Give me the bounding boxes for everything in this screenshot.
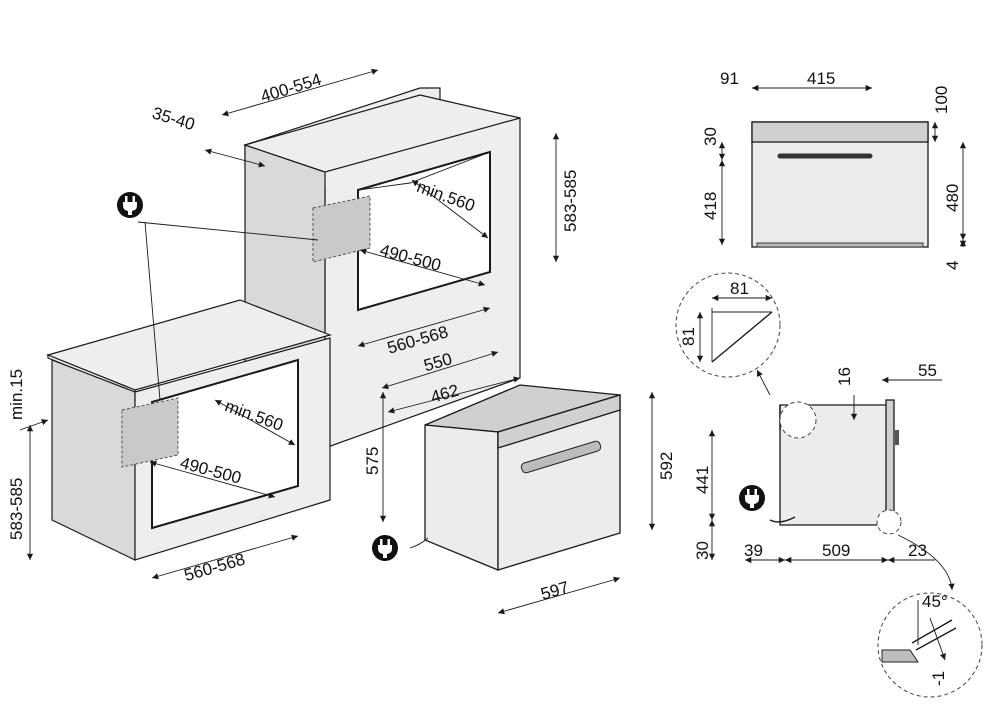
label-side-91: 91 [720, 69, 739, 88]
plug-icon [372, 535, 398, 561]
tall-cabinet-electrical-zone [312, 195, 371, 263]
label-oven-width: 597 [539, 578, 572, 604]
label-oven-height-side: 575 [363, 447, 382, 475]
detail-circle-bottom [877, 592, 983, 698]
label-section-30: 30 [693, 541, 712, 560]
label-detail-81-v: 81 [679, 327, 698, 346]
label-side-415: 415 [807, 69, 835, 88]
dimension-lines [19, 68, 967, 661]
plug-pointer-under [144, 221, 161, 401]
label-side-480: 480 [943, 184, 962, 212]
label-side-100: 100 [932, 86, 951, 114]
label-under-height: 583-585 [7, 478, 26, 540]
label-under-min: min.15 [7, 369, 26, 420]
label-section-16: 16 [835, 367, 854, 386]
label-side-4: 4 [943, 261, 962, 270]
plug-pointer-tall [137, 221, 319, 241]
detail-marker-bottom [876, 509, 902, 535]
label-tall-gap: 35-40 [150, 103, 197, 134]
label-under-width: 560-568 [182, 550, 247, 585]
plug-icon [739, 485, 765, 511]
detail-marker-top [779, 401, 817, 439]
under-counter-cabinet [46, 299, 332, 561]
label-oven-height: 592 [657, 452, 676, 480]
label-detail-minus1: -1 [929, 671, 948, 686]
under-cabinet-electrical-zone [121, 397, 179, 468]
label-tall-height: 583-585 [561, 170, 580, 232]
label-section-55: 55 [918, 361, 937, 380]
label-section-441: 441 [693, 466, 712, 494]
label-detail-81-h: 81 [730, 279, 749, 298]
label-side-418: 418 [701, 192, 720, 220]
label-detail-45: 45° [922, 592, 948, 611]
oven-side-view [751, 121, 929, 248]
label-section-509: 509 [822, 541, 850, 560]
label-tall-depth: 400-554 [258, 70, 323, 106]
label-section-39: 39 [744, 541, 763, 560]
label-section-23: 23 [908, 541, 927, 560]
oven-perspective [409, 384, 621, 571]
label-side-30: 30 [701, 127, 720, 146]
detail-circle-top [675, 272, 781, 378]
plug-icon [117, 192, 143, 218]
